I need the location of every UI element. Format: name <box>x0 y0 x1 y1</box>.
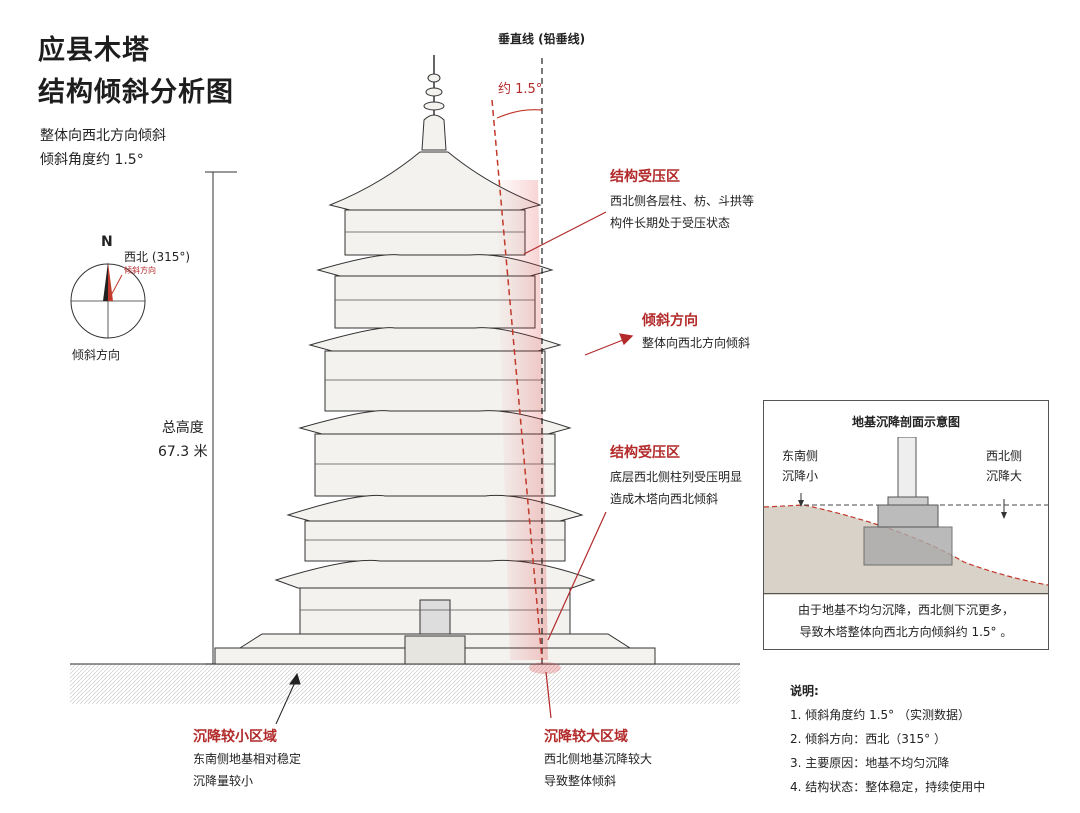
callout-tilt-title: 倾斜方向 <box>642 313 698 329</box>
callout-lower-title: 结构受压区 <box>610 445 680 461</box>
callout-upper-line-1: 西北侧各层柱、枋、斗拱等 <box>610 194 755 208</box>
leader-small-settle <box>275 679 297 725</box>
height-dimension <box>205 171 237 665</box>
leader-small-settle-arrowhead <box>289 672 301 685</box>
compass-caption: 倾斜方向 <box>72 348 121 362</box>
callout-large-settlement: 沉降较大区域 西北侧地基沉降较大 导致整体倾斜 <box>544 726 652 792</box>
callout-lower-compression: 结构受压区 底层西北侧柱列受压明显 造成木塔向西北倾斜 <box>610 442 742 510</box>
callout-lower-line-2: 造成木塔向西北倾斜 <box>610 492 719 506</box>
total-height-label: 总高度 67.3 米 <box>158 416 208 464</box>
callout-lower-line-1: 底层西北侧柱列受压明显 <box>610 470 743 484</box>
callout-upper-title: 结构受压区 <box>610 169 680 185</box>
inset-right-label: 西北侧 沉降大 <box>986 446 1022 486</box>
title-line-2: 结构倾斜分析图 <box>38 77 234 108</box>
north-needle-icon <box>103 262 108 301</box>
ground-surface <box>70 663 740 704</box>
callout-tilt-direction: 倾斜方向 整体向西北方向倾斜 <box>642 310 750 354</box>
tilt-direction-arrowhead <box>619 333 634 346</box>
compass-north-label: N <box>101 234 113 250</box>
inset-caption-line-1: 由于地基不均匀沉降，西北侧下沉更多， <box>797 603 1014 617</box>
height-value: 67.3 米 <box>158 444 208 460</box>
callout-small-settlement: 沉降较小区域 东南侧地基相对稳定 沉降量较小 <box>193 726 301 792</box>
page-title: 应县木塔 结构倾斜分析图 <box>38 30 234 114</box>
tilt-axis-line <box>491 99 543 661</box>
title-line-1: 应县木塔 <box>38 35 150 66</box>
inset-caption-line-2: 导致木塔整体向西北方向倾斜约 1.5° 。 <box>799 625 1013 639</box>
callout-large-line-2: 导致整体倾斜 <box>544 774 617 788</box>
inset-left-line-1: 东南侧 <box>782 449 819 463</box>
summary-text: 整体向西北方向倾斜 倾斜角度约 1.5° <box>40 124 166 172</box>
leader-lower-zone <box>547 511 607 641</box>
callout-small-line-1: 东南侧地基相对稳定 <box>193 752 302 766</box>
inset-left-line-2: 沉降小 <box>782 469 819 483</box>
callout-upper-compression: 结构受压区 西北侧各层柱、枋、斗拱等 构件长期处于受压状态 <box>610 166 754 234</box>
compass-bearing-label: 西北 (315°) <box>124 250 191 264</box>
callout-small-title: 沉降较小区域 <box>193 729 277 745</box>
callout-large-title: 沉降较大区域 <box>544 729 628 745</box>
legend-item-1: 1. 倾斜角度约 1.5° （实测数据） <box>790 708 970 722</box>
summary-line-1: 整体向西北方向倾斜 <box>40 128 166 144</box>
settlement-inset-panel: 地基沉降剖面示意图 东南侧 沉降小 西北侧 沉降大 由于地基不均匀沉降，西北侧下… <box>763 400 1049 650</box>
inset-cross-section <box>764 437 1048 595</box>
tilt-angle-arc <box>496 109 543 119</box>
legend-item-4: 4. 结构状态：整体稳定，持续使用中 <box>790 780 986 794</box>
height-title: 总高度 <box>161 420 204 436</box>
inset-caption: 由于地基不均匀沉降，西北侧下沉更多， 导致木塔整体向西北方向倾斜约 1.5° 。 <box>764 599 1048 643</box>
compression-shading <box>495 180 548 660</box>
callout-upper-line-2: 构件长期处于受压状态 <box>610 216 731 230</box>
summary-line-2: 倾斜角度约 1.5° <box>40 152 144 168</box>
legend-title: 说明: <box>790 684 819 698</box>
callout-small-line-2: 沉降量较小 <box>193 774 254 788</box>
leader-upper-zone <box>523 211 607 255</box>
inset-right-line-2: 沉降大 <box>986 469 1023 483</box>
callout-tilt-line-1: 整体向西北方向倾斜 <box>642 336 751 350</box>
compass-rose <box>70 262 146 339</box>
legend-item-3: 3. 主要原因：地基不均匀沉降 <box>790 756 950 770</box>
inset-right-line-1: 西北侧 <box>986 449 1023 463</box>
tilt-angle-label: 约 1.5° <box>498 82 543 97</box>
inset-left-label: 东南侧 沉降小 <box>782 446 818 486</box>
callout-large-line-1: 西北侧地基沉降较大 <box>544 752 653 766</box>
tilt-needle-icon <box>108 262 113 301</box>
inset-title: 地基沉降剖面示意图 <box>851 415 960 429</box>
pagoda-illustration <box>214 55 656 665</box>
legend-item-2: 2. 倾斜方向：西北（315° ） <box>790 732 946 746</box>
tilt-direction-arrow <box>584 337 629 356</box>
plumb-line-label: 垂直线 (铅垂线) <box>498 32 586 46</box>
leader-large-settle <box>545 671 552 719</box>
settlement-highlight <box>529 662 561 674</box>
compass-pointer-note: 倾斜方向 <box>124 266 156 275</box>
